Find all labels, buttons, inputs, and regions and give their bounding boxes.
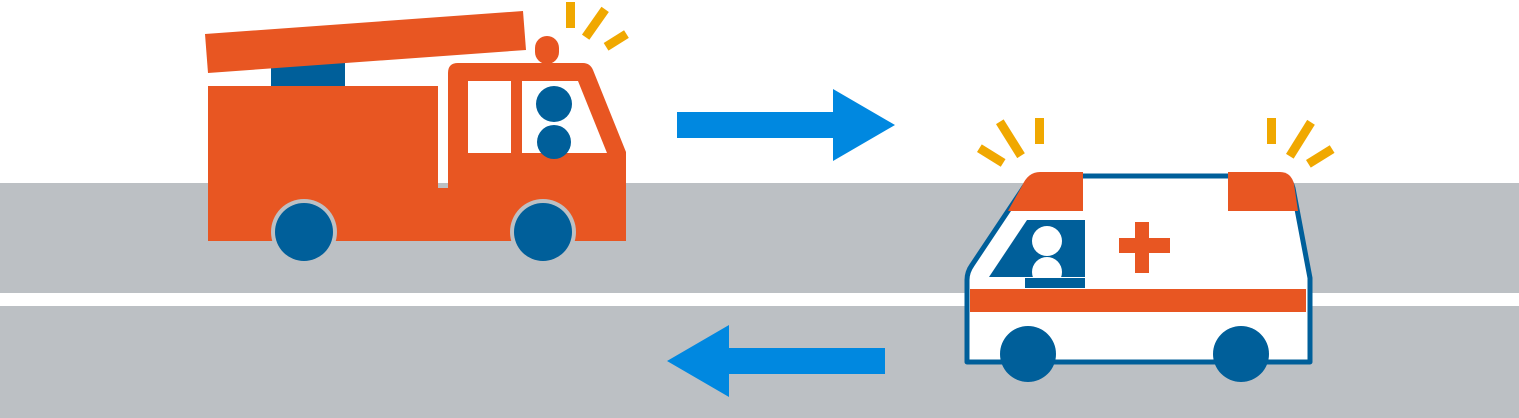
ambulance-icon [964, 118, 1335, 382]
siren-flash-icon [1267, 118, 1335, 168]
person-icon [536, 86, 572, 159]
ladder [205, 11, 526, 73]
siren-beacon [535, 36, 559, 64]
ambulance-rear-wheel [1000, 326, 1056, 382]
fire-truck-icon [205, 2, 629, 265]
red-cross-icon [1119, 222, 1170, 273]
ambulance-beacon-left [1008, 172, 1083, 211]
siren-flash-icon [566, 2, 629, 51]
arrow-left-icon [667, 325, 885, 397]
ambulance-beacon-right [1228, 172, 1298, 211]
arrow-right-icon [677, 89, 895, 161]
siren-flash-icon [977, 118, 1044, 167]
fire-truck-front-wheel [510, 199, 576, 265]
person-icon [1025, 226, 1085, 288]
fire-truck-rear-wheel [271, 199, 337, 265]
ambulance-stripe [970, 289, 1306, 312]
ambulance-front-wheel [1213, 326, 1269, 382]
cab-window-rear [468, 81, 511, 153]
